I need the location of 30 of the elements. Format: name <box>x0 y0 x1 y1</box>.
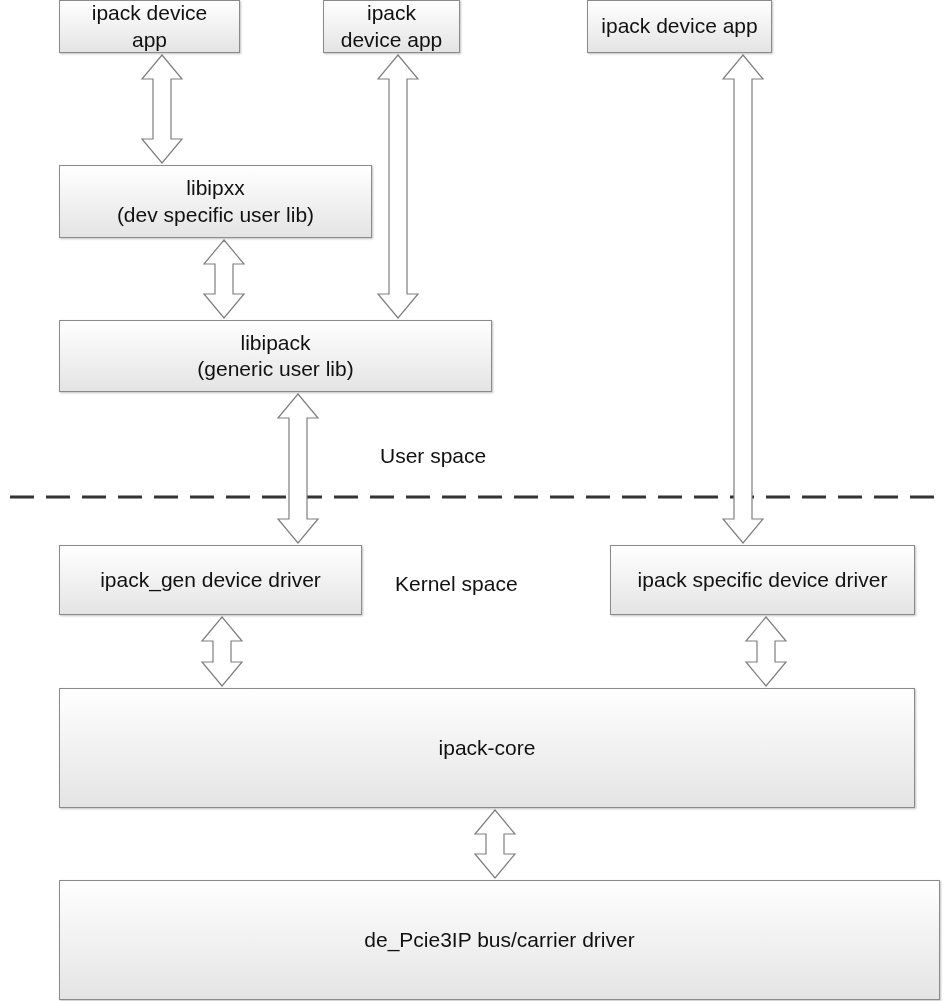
box-label: libipack <box>240 329 311 356</box>
double-arrow <box>473 809 517 879</box>
double-arrow <box>202 239 246 319</box>
component-box <box>59 320 492 392</box>
box-label: ipack device app <box>339 0 444 53</box>
box-label: ipack device app <box>90 0 209 53</box>
box-label: (dev specific user lib) <box>116 201 315 228</box>
component-box <box>323 0 460 53</box>
component-box <box>59 545 362 615</box>
box-label: libipxx <box>186 175 245 202</box>
box-label: (generic user lib) <box>197 356 354 382</box>
component-box <box>59 165 372 238</box>
double-arrow <box>376 54 420 319</box>
double-arrow <box>721 54 765 544</box>
box-label: ipack_gen device driver <box>100 566 321 594</box>
component-box <box>587 0 772 53</box>
double-arrow <box>744 616 788 687</box>
double-arrow <box>276 393 320 544</box>
component-box <box>59 0 240 53</box>
component-box <box>610 545 915 615</box>
box-label: ipack-core <box>438 734 536 761</box>
component-box <box>59 688 915 808</box>
double-arrow <box>140 54 184 164</box>
box-label: ipack specific device driver <box>637 566 888 593</box>
double-arrow <box>200 616 244 687</box>
box-label: ipack device app <box>601 13 758 40</box>
component-box <box>59 880 940 1000</box>
region-label: User space <box>380 443 488 469</box>
box-label: de_Pcie3IP bus/carrier driver <box>364 926 635 954</box>
region-label: Kernel space <box>395 571 519 597</box>
